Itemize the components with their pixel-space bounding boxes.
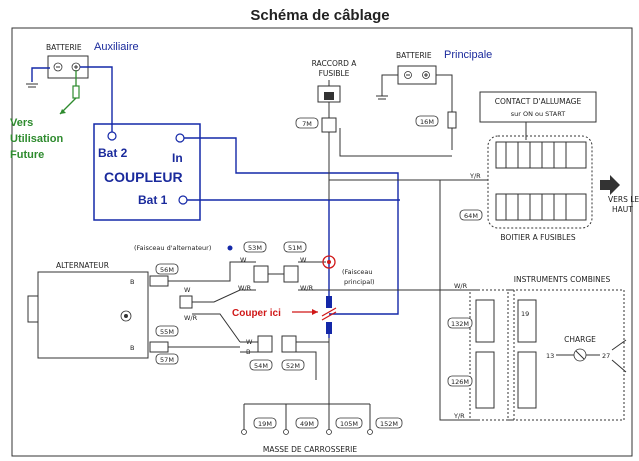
code-55m: 55M [160,328,174,336]
coupleur-box: Bat 2 In COUPLEUR Bat 1 [93,123,201,221]
aux-battery: BATTERIE Auxiliaire [46,41,139,79]
masse-label: MASSE DE CARROSSERIE [263,445,358,454]
raccord-line1: RACCORD A [312,59,358,68]
code-132m: 132M [451,320,469,328]
ignition-switch-box [479,91,597,123]
pin-13: 13 [546,352,554,360]
faisceau-princ-2: principal) [344,278,375,286]
code-105m: 105M [340,420,358,428]
coupleur-bat2-label: Bat 2 [98,146,128,160]
diagram-frame [11,27,633,457]
alternator-label: ALTERNATEUR [56,261,109,270]
wire-label-wr-3: W/R [300,284,314,292]
wire-label-w-1: W [184,286,191,294]
fuse-box [487,135,593,229]
alt-pin-b2: B [130,344,134,352]
code-52m: 52M [286,362,300,370]
pin-27: 27 [602,352,610,360]
wire-label-w-3: W [300,256,307,264]
junction-circle [322,255,336,269]
faisceau-princ-1: (Faisceau [342,268,373,276]
code-152m: 152M [380,420,398,428]
aux-battery-name: Auxiliaire [94,41,139,53]
code-16m: 16M [420,118,434,126]
code-56m: 56M [160,266,174,274]
code-54m: 54M [254,362,268,370]
aux-note-line1: Vers [10,117,33,129]
fuse-box-label: BOITIER A FUSIBLES [500,233,576,242]
code-19m: 19M [258,420,272,428]
main-battery-name: Principale [444,49,492,61]
arrow-right-icon [600,175,620,195]
aux-bat-wire [80,66,113,132]
vers-le-haut-1: VERS LE [608,195,639,204]
code-7m: 7M [302,120,312,128]
coupleur-in-label: In [172,151,183,165]
aux-battery-label: BATTERIE [46,43,82,52]
couper-ici-label: Couper ici [232,308,281,319]
wire-label-w-2: W [240,256,247,264]
charge-label: CHARGE [564,335,596,344]
wire-label-wr-1: W/R [184,314,198,322]
contact-line1: CONTACT D'ALLUMAGE [495,97,582,106]
code-49m: 49M [300,420,314,428]
diagram-title: Schéma de câblage [250,7,389,24]
coupleur-in-wire [184,137,399,315]
wire-label-wr-2: W/R [238,284,252,292]
raccord-line2: FUSIBLE [319,69,350,78]
wire-label-yr-bottom: Y/R [453,412,465,420]
coupleur-bat1-label: Bat 1 [138,193,168,207]
faisceau-alt-label: (Faisceau d'alternateur) [134,244,211,252]
main-battery-label: BATTERIE [396,51,432,60]
instruments-label: INSTRUMENTS COMBINES [514,275,611,284]
wire-label-yr-top: Y/R [469,172,481,180]
code-126m: 126M [451,378,469,386]
code-51m: 51M [288,244,302,252]
pin-19: 19 [521,310,529,318]
wire-label-wr-4: W/R [454,282,468,290]
alternator: B B [27,271,149,359]
coupleur-title: COUPLEUR [104,169,183,185]
code-57m: 57M [160,356,174,364]
aux-ground-wire [31,67,50,82]
main-battery: BATTERIE Principale [396,49,492,85]
code-64m: 64M [464,212,478,220]
alt-pin-b1: B [130,278,134,286]
vers-le-haut-2: HAUT [612,205,633,214]
code-53m: 53M [248,244,262,252]
aux-note-line2: Utilisation [10,133,63,145]
aux-note-line3: Future [10,149,44,161]
contact-line2: sur ON ou START [511,110,566,118]
